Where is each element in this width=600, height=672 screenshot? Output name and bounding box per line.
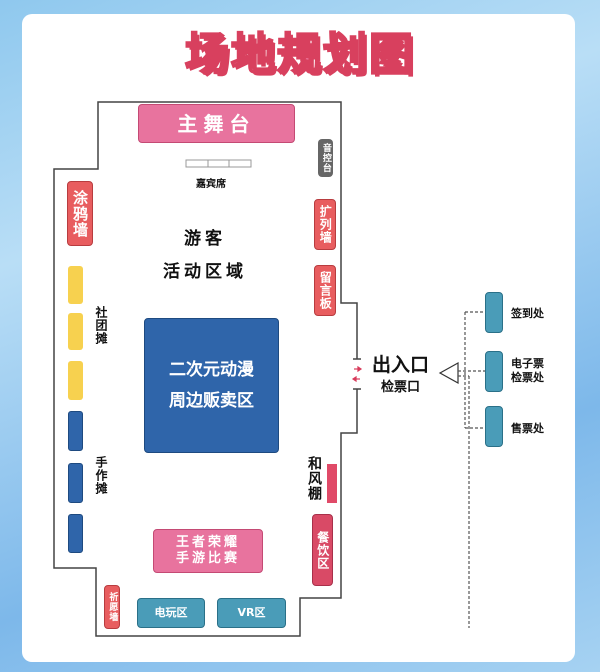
hok-label-1: 王者荣耀 (175, 535, 240, 551)
club-booth (68, 361, 83, 400)
page-title: 场地规划图 (184, 28, 415, 81)
entrance-label: 出入口 (372, 354, 430, 376)
visitor-area-label-2: 活动区域 (163, 262, 247, 282)
graffiti-wall: 涂鸦墙 (67, 181, 96, 249)
eticket-booth (485, 351, 506, 395)
acg-label-2: 周边贩卖区 (169, 390, 254, 411)
eticket-label: 电子票 检票处 (511, 357, 544, 385)
entrance-triangle-icon (438, 361, 459, 385)
club-booth (68, 313, 83, 350)
wafu-tent-label: 和风棚 (306, 456, 322, 501)
arcade-area: 电玩区 (137, 598, 208, 631)
club-booth (68, 266, 83, 304)
vr-area: VR区 (217, 598, 289, 631)
acg-label-1: 二次元动漫 (169, 360, 254, 381)
handmade-booth (68, 411, 83, 451)
wafu-tent (327, 464, 337, 503)
ticket-sales-booth (485, 406, 506, 450)
checkin-booth (485, 292, 506, 336)
guest-seats-icon (185, 159, 252, 168)
club-booths-label: 社团摊 (94, 306, 108, 345)
dining-area: 餐饮区 (312, 514, 336, 589)
hok-label-2: 手游比赛 (175, 551, 240, 566)
visitor-area-label-1: 游客 (184, 229, 226, 249)
sound-console: 音控台 (318, 139, 337, 181)
queue-dashed-lines (458, 311, 485, 628)
message-board: 留言板 (314, 265, 339, 319)
checkin-label: 签到处 (511, 307, 544, 320)
acg-merch-area: 二次元动漫 周边贩卖区 (144, 318, 282, 456)
ticket-check-label: 检票口 (381, 380, 421, 395)
wish-wall: 祈愿墙 (104, 585, 123, 632)
door-arrows-icon (351, 365, 363, 383)
handmade-booths-label: 手作摊 (94, 456, 108, 495)
main-stage: 主舞台 (138, 104, 298, 146)
hok-contest-area: 王者荣耀 手游比赛 (153, 529, 266, 576)
map-card (22, 14, 575, 662)
handmade-booth (68, 514, 83, 553)
guest-seats-label: 嘉宾席 (196, 179, 226, 190)
ticket-sales-label: 售票处 (511, 422, 544, 435)
friend-wall: 扩列墙 (314, 199, 339, 253)
handmade-booth (68, 463, 83, 503)
